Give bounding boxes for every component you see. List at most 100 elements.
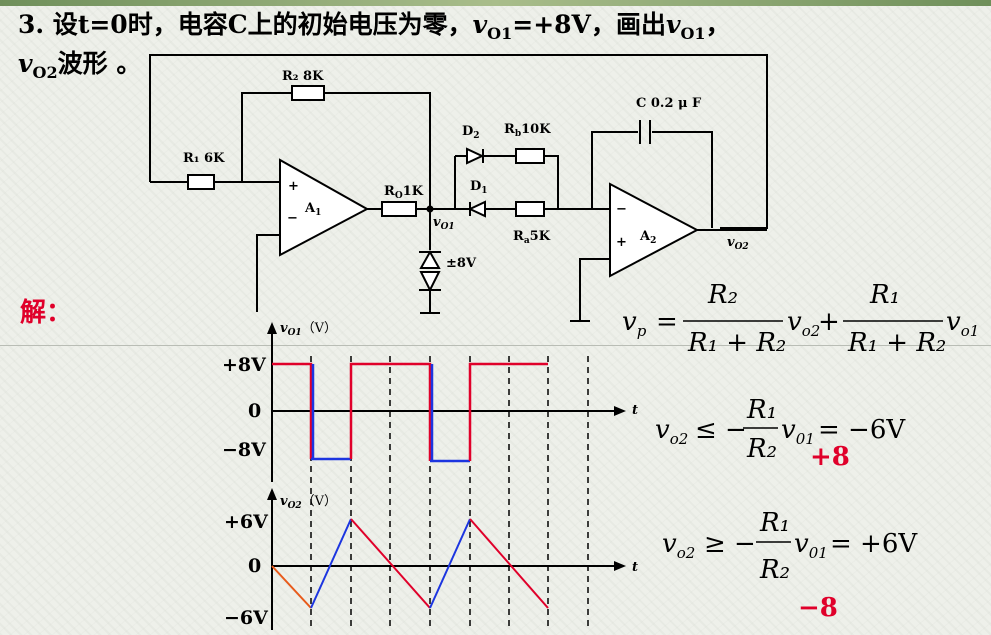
ineq1-op: ≤ − [695,415,747,445]
dashed-guides [310,356,589,630]
vo2-seg-2 [310,518,352,609]
label-rb: Rb10K [504,122,551,139]
bottom-ylabel: vO2（V） [280,494,337,511]
label-d2: D2 [462,124,480,141]
label-cap: C 0.2 μ F [636,96,702,111]
eq-vp: vp [622,307,647,340]
ineq2-red: −8 [798,593,838,623]
opamp-a2 [609,182,700,278]
ineq1-v: v01 [781,415,815,448]
wire-cap-right [652,131,713,228]
opamp-a1 [279,158,370,257]
equation-vp: vp = R₂ R₁ + R₂ vo2 + R₁ R₁ + R₂ vo1 [622,280,979,358]
diode-d1 [467,200,486,218]
solution-label: 解： [20,298,73,328]
q-vo1b: v [665,10,681,39]
ineq2-rhs: = +6V [830,529,918,559]
resistor-r2 [291,85,325,101]
q-text: 波形 。 [57,49,142,78]
waveform-top: vO1（V） +8V 0 −8V t [222,321,638,482]
q-vo1: v [472,10,488,39]
q-comma: ， [705,10,731,39]
diode-d2 [466,147,485,165]
label-vo2: vO2 [727,235,749,252]
wire-r2-out [324,92,431,209]
label-r1: R₁ 6K [183,151,225,166]
a1-plus: + [288,179,299,194]
q-text: 上的初始电压为零， [247,10,473,39]
ineq1-lhs: vo2 [655,415,688,448]
inequality-2: vo2 ≥ − R₁ R₂ v01 = +6V −8 [662,508,918,623]
eq-den1: R₁ + R₂ [687,328,786,358]
inequality-1: vo2 ≤ − R₁ R₂ v01 = −6V +8 [655,395,906,472]
wire-a2-plus [579,258,610,320]
vo2-seg-4 [429,518,471,609]
wire-cap-left [591,131,638,209]
eq-num2: R₁ [869,280,900,310]
resistor-ra [515,201,545,217]
circuit-diagram [149,54,768,322]
label-a1: A1 [304,201,321,218]
vo1-high-2 [349,362,432,461]
vo2-seg-1 [271,565,312,609]
q-text: ，画出 [590,10,666,39]
top-x-arrow [614,406,626,416]
vo1-high-3 [468,362,548,461]
ineq1-red: +8 [810,442,850,472]
top-ylabel: vO1（V） [280,321,337,338]
ineq2-den: R₂ [759,555,790,585]
wire-rb-out [544,155,559,209]
vo2-seg-3 [350,518,431,609]
label-ro: RO1K [384,184,424,201]
ineq2-v: v01 [794,529,828,562]
top-tick-zero: 0 [248,400,261,422]
eq-vo2: vo2 [787,307,820,340]
resistor-r1 [187,174,215,190]
q-cap: C [227,10,248,39]
bottom-x-arrow [614,561,626,571]
bottom-xlabel: t [632,560,638,575]
bottom-tick-zero: 0 [248,555,261,577]
bottom-tick-plus: +6V [224,511,269,533]
vo1-high-1 [272,362,313,459]
eq-num1: R₂ [707,280,738,310]
eq-plus: + [818,307,840,337]
a1-minus: − [287,211,298,226]
divider-line [0,345,991,346]
resistor-ro [381,201,417,217]
label-r2: R₂ 8K [282,69,324,84]
wire-r2 [241,92,292,182]
top-tick-minus: −8V [222,439,267,461]
a2-minus: − [616,202,627,217]
vo2-seg-5 [469,518,549,609]
label-a2: A2 [639,229,656,246]
q-vo1-eq: =+8V [512,10,591,39]
circuit-labels: R₂ 8K R₁ 6K RO1K + − A1 vO1 ±8V D2 Rb10K… [183,69,749,271]
label-vo1: vO1 [433,215,455,232]
ineq2-lhs: vo2 [662,529,695,562]
top-y-arrow [267,322,277,334]
wire-a1-minus [256,234,280,312]
ineq2-op: ≥ − [704,529,756,559]
eq-den2: R₁ + R₂ [847,328,946,358]
ineq1-rhs: = −6V [818,415,906,445]
zener-diode-top [419,249,441,269]
q-vo1b-sub: O1 [680,24,706,43]
bottom-y-arrow [267,488,277,500]
q-vo2: v [18,49,33,78]
zener-diode-bottom [419,271,441,293]
waveform-bottom: vO2（V） +6V 0 −6V t [224,488,638,630]
ineq2-num: R₁ [759,508,790,538]
a2-plus: + [616,235,627,250]
resistor-rb [515,148,545,164]
top-xlabel: t [632,403,638,418]
eq-vo1: vo1 [946,307,979,340]
vo1-square-wave [272,362,548,463]
label-ra: Ra5K [513,229,551,246]
eq-equals: = [656,307,678,337]
label-d1: D1 [470,179,488,196]
label-zener: ±8V [446,256,477,271]
vo2-triangle-wave [271,518,549,609]
